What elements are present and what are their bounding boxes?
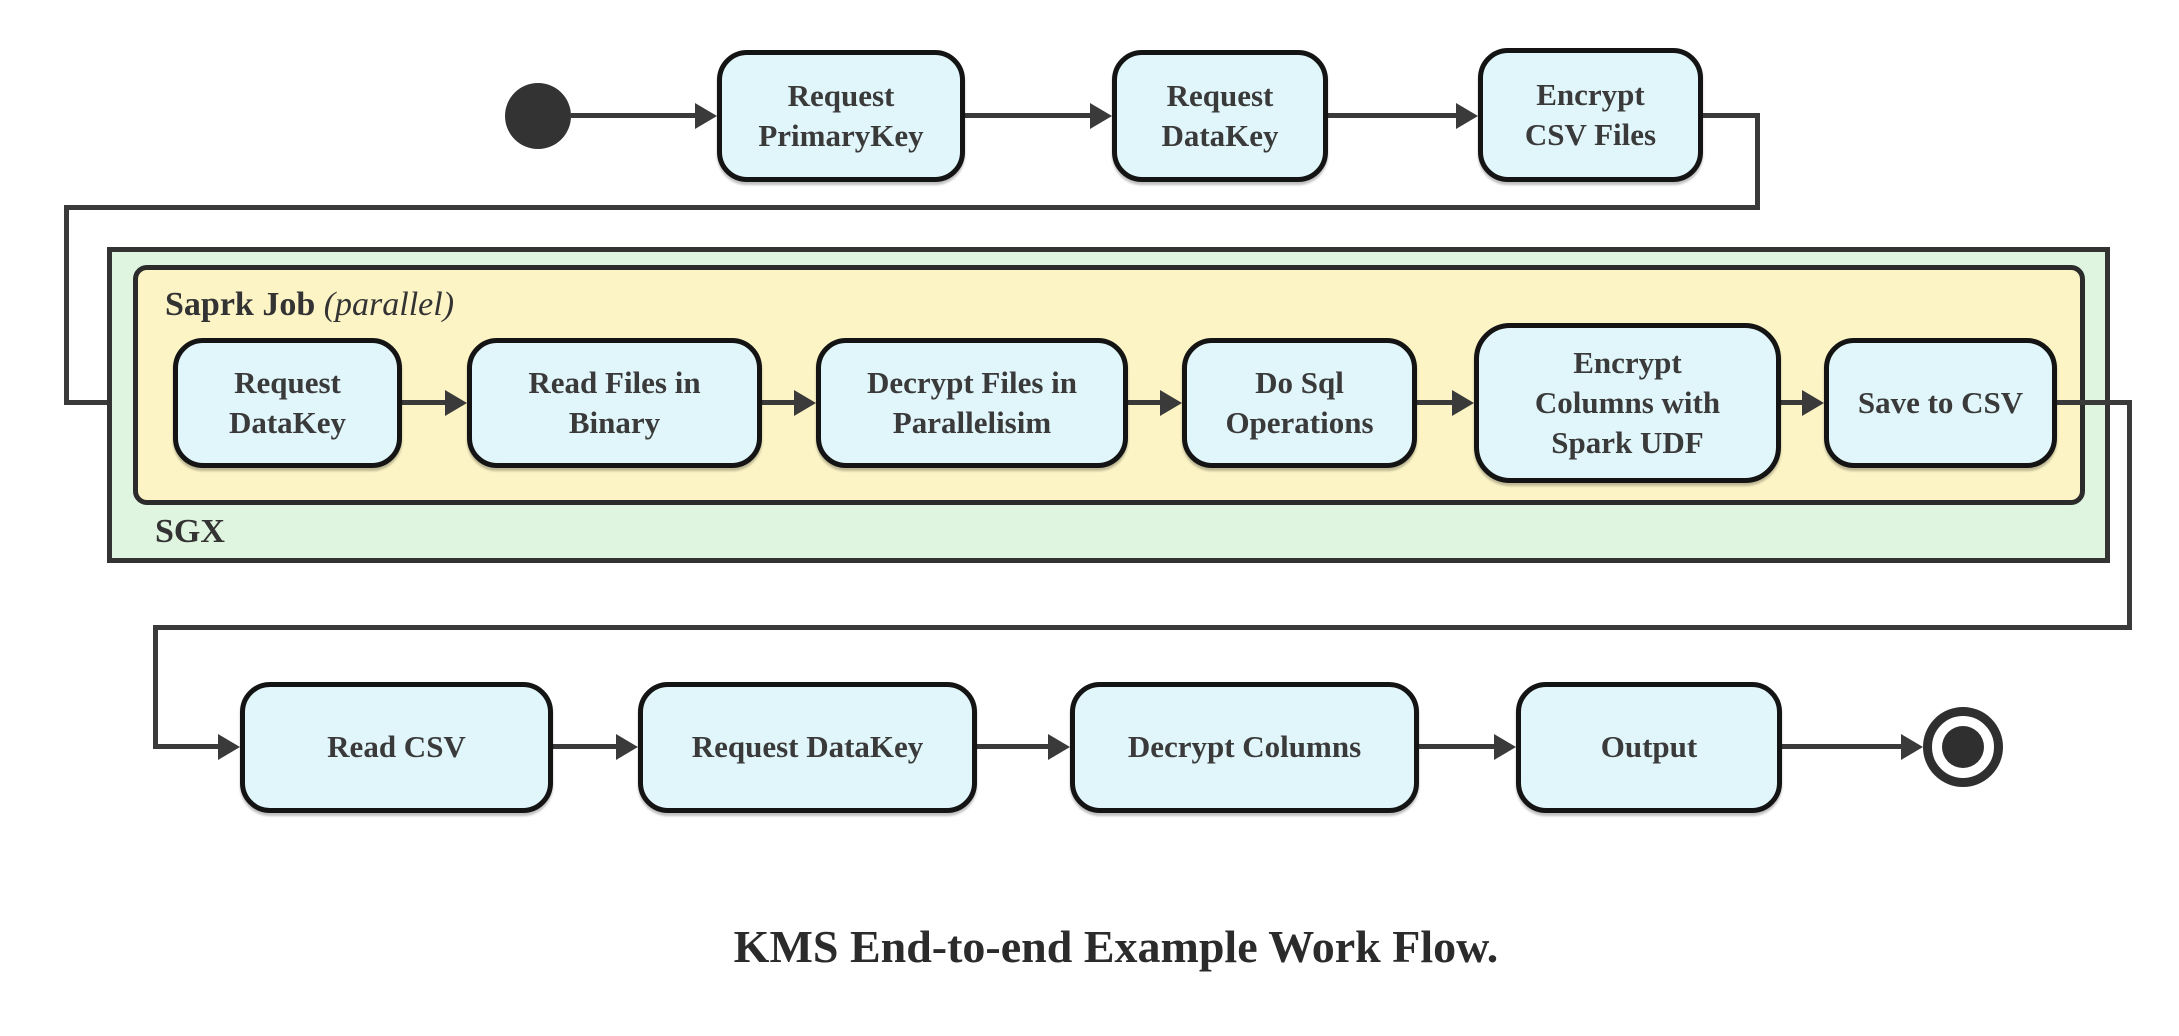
spark-job-label-name: Saprk Job [165,286,316,323]
diagram-caption: KMS End-to-end Example Work Flow. [733,921,1499,972]
edge-sgx-5-6 [1781,400,1802,405]
arrowhead-icon [445,390,467,416]
node-output: Output [1516,682,1782,813]
arrowhead-icon [218,734,240,760]
edge-encrypt-csv-exit [1703,113,1760,118]
node-read-files-in-binary: Read Files in Binary [467,338,762,468]
edge-save-csv-exit [2057,400,2132,405]
arrowhead-icon [1901,734,1923,760]
edge-sgx-2-3 [762,400,794,405]
edge-request-primarykey-to-request-datakey [965,113,1092,118]
start-node [505,83,571,149]
edge-down-to-read-csv [153,625,158,749]
edge-decryptcolumns-to-output [1419,744,1494,749]
node-request-datakey-client: Request DataKey [638,682,977,813]
edge-sgx-1-2 [402,400,447,405]
sgx-label: SGX [155,513,225,550]
node-read-csv: Read CSV [240,682,553,813]
node-decrypt-files-in-parallelisim: Decrypt Files in Parallelisim [816,338,1128,468]
node-decrypt-columns: Decrypt Columns [1070,682,1419,813]
arrowhead-icon [1048,734,1070,760]
edge-start-to-request-primarykey [571,113,697,118]
node-save-to-csv: Save to CSV [1824,338,2057,468]
edge-readcsv-to-requestdatakey [553,744,616,749]
end-node-inner-dot [1942,726,1984,768]
arrowhead-icon [1802,390,1824,416]
edge-request-datakey-to-encrypt-csv [1328,113,1458,118]
edge-down-to-sgx [64,205,69,405]
arrowhead-icon [695,103,717,129]
edge-sgx-4-5 [1417,400,1452,405]
arrowhead-icon [1456,103,1478,129]
arrowhead-icon [1494,734,1516,760]
edge-output-to-end [1782,744,1901,749]
edge-sgx-3-4 [1128,400,1160,405]
arrowhead-icon [1160,390,1182,416]
edge-cross-left [64,205,1760,210]
node-request-datakey-sgx: Request DataKey [173,338,402,468]
spark-job-label-mode: (parallel) [323,286,455,323]
edge-cross-left-2 [153,625,2132,630]
node-encrypt-columns-with-spark-udf: Encrypt Columns with Spark UDF [1474,323,1781,483]
edge-into-read-csv [153,744,220,749]
node-encrypt-csv-files: Encrypt CSV Files [1478,48,1703,182]
arrowhead-icon [616,734,638,760]
edge-encrypt-csv-down [1755,113,1760,210]
arrowhead-icon [1452,390,1474,416]
spark-job-label: Saprk Job (parallel) [165,286,454,324]
end-node [1923,707,2003,787]
arrowhead-icon [1090,103,1112,129]
arrowhead-icon [794,390,816,416]
node-do-sql-operations: Do Sql Operations [1182,338,1417,468]
node-request-datakey-top: Request DataKey [1112,50,1328,182]
node-request-primarykey: Request PrimaryKey [717,50,965,182]
edge-save-csv-down [2127,400,2132,630]
edge-requestdatakey-to-decryptcolumns [977,744,1048,749]
